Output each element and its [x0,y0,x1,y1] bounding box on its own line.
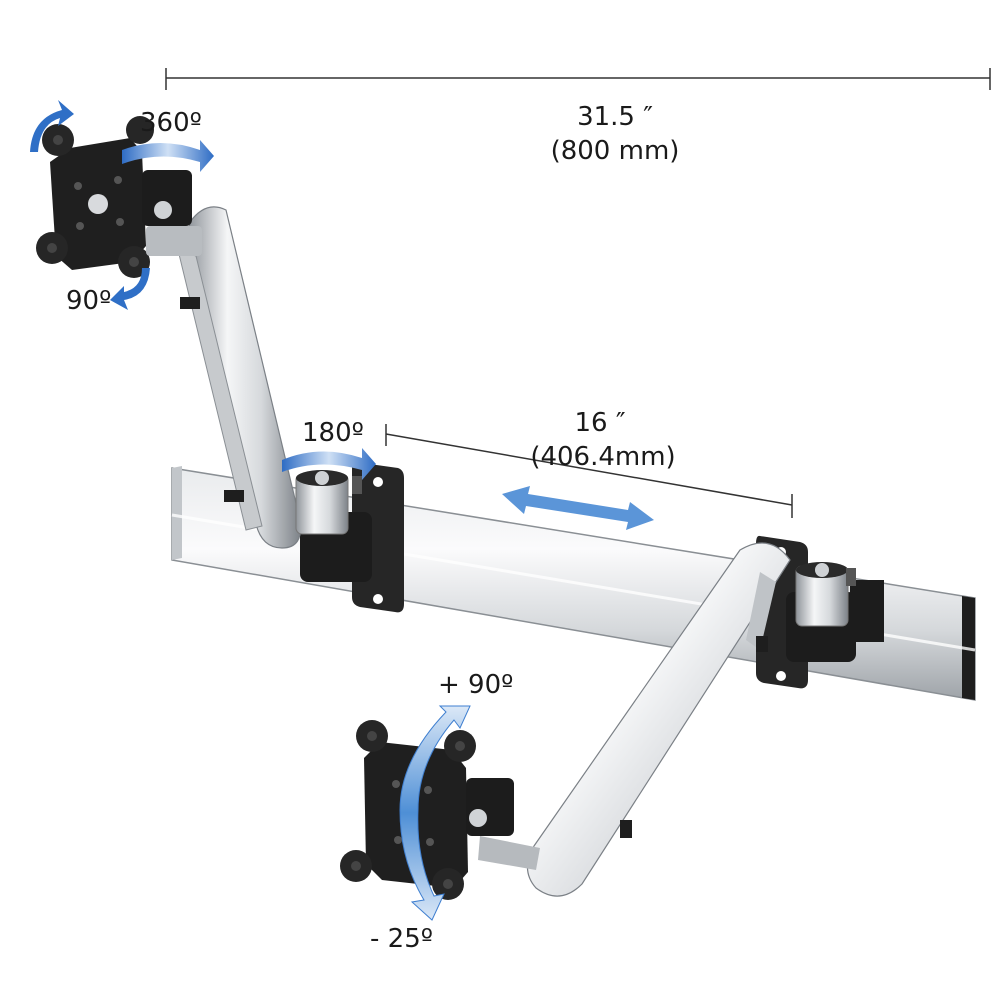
swivel-360-arrow-icon [122,140,214,172]
base-swivel-label: 180º [302,418,364,448]
rotate-90-arrow-icon [110,268,150,310]
total-width-dimension [165,68,991,90]
slide-travel-metric: (406.4mm) [530,442,676,472]
slide-travel-arrow-icon [502,486,654,530]
top-vesa-plate [36,116,202,278]
slide-travel-inches: 16 ″ [574,408,626,438]
rotate-top-arrow-icon [30,100,74,152]
swivel-top-label: 360º [140,108,202,138]
base-swivel-180-arrow-icon [282,448,376,480]
right-pivot-post [795,562,856,627]
bottom-vesa-plate [340,720,540,900]
tilt-down-label: - 25º [370,924,433,954]
upper-arm [177,206,302,549]
total-width-metric: (800 mm) [550,136,680,166]
rotate-top-label: 90º [66,286,112,316]
total-width-inches: 31.5 ″ [577,102,653,132]
left-pivot-post [295,470,362,535]
slide-travel-dimension [385,424,793,518]
tilt-arrow-icon [399,705,471,921]
tilt-up-label: + 90º [438,670,514,700]
